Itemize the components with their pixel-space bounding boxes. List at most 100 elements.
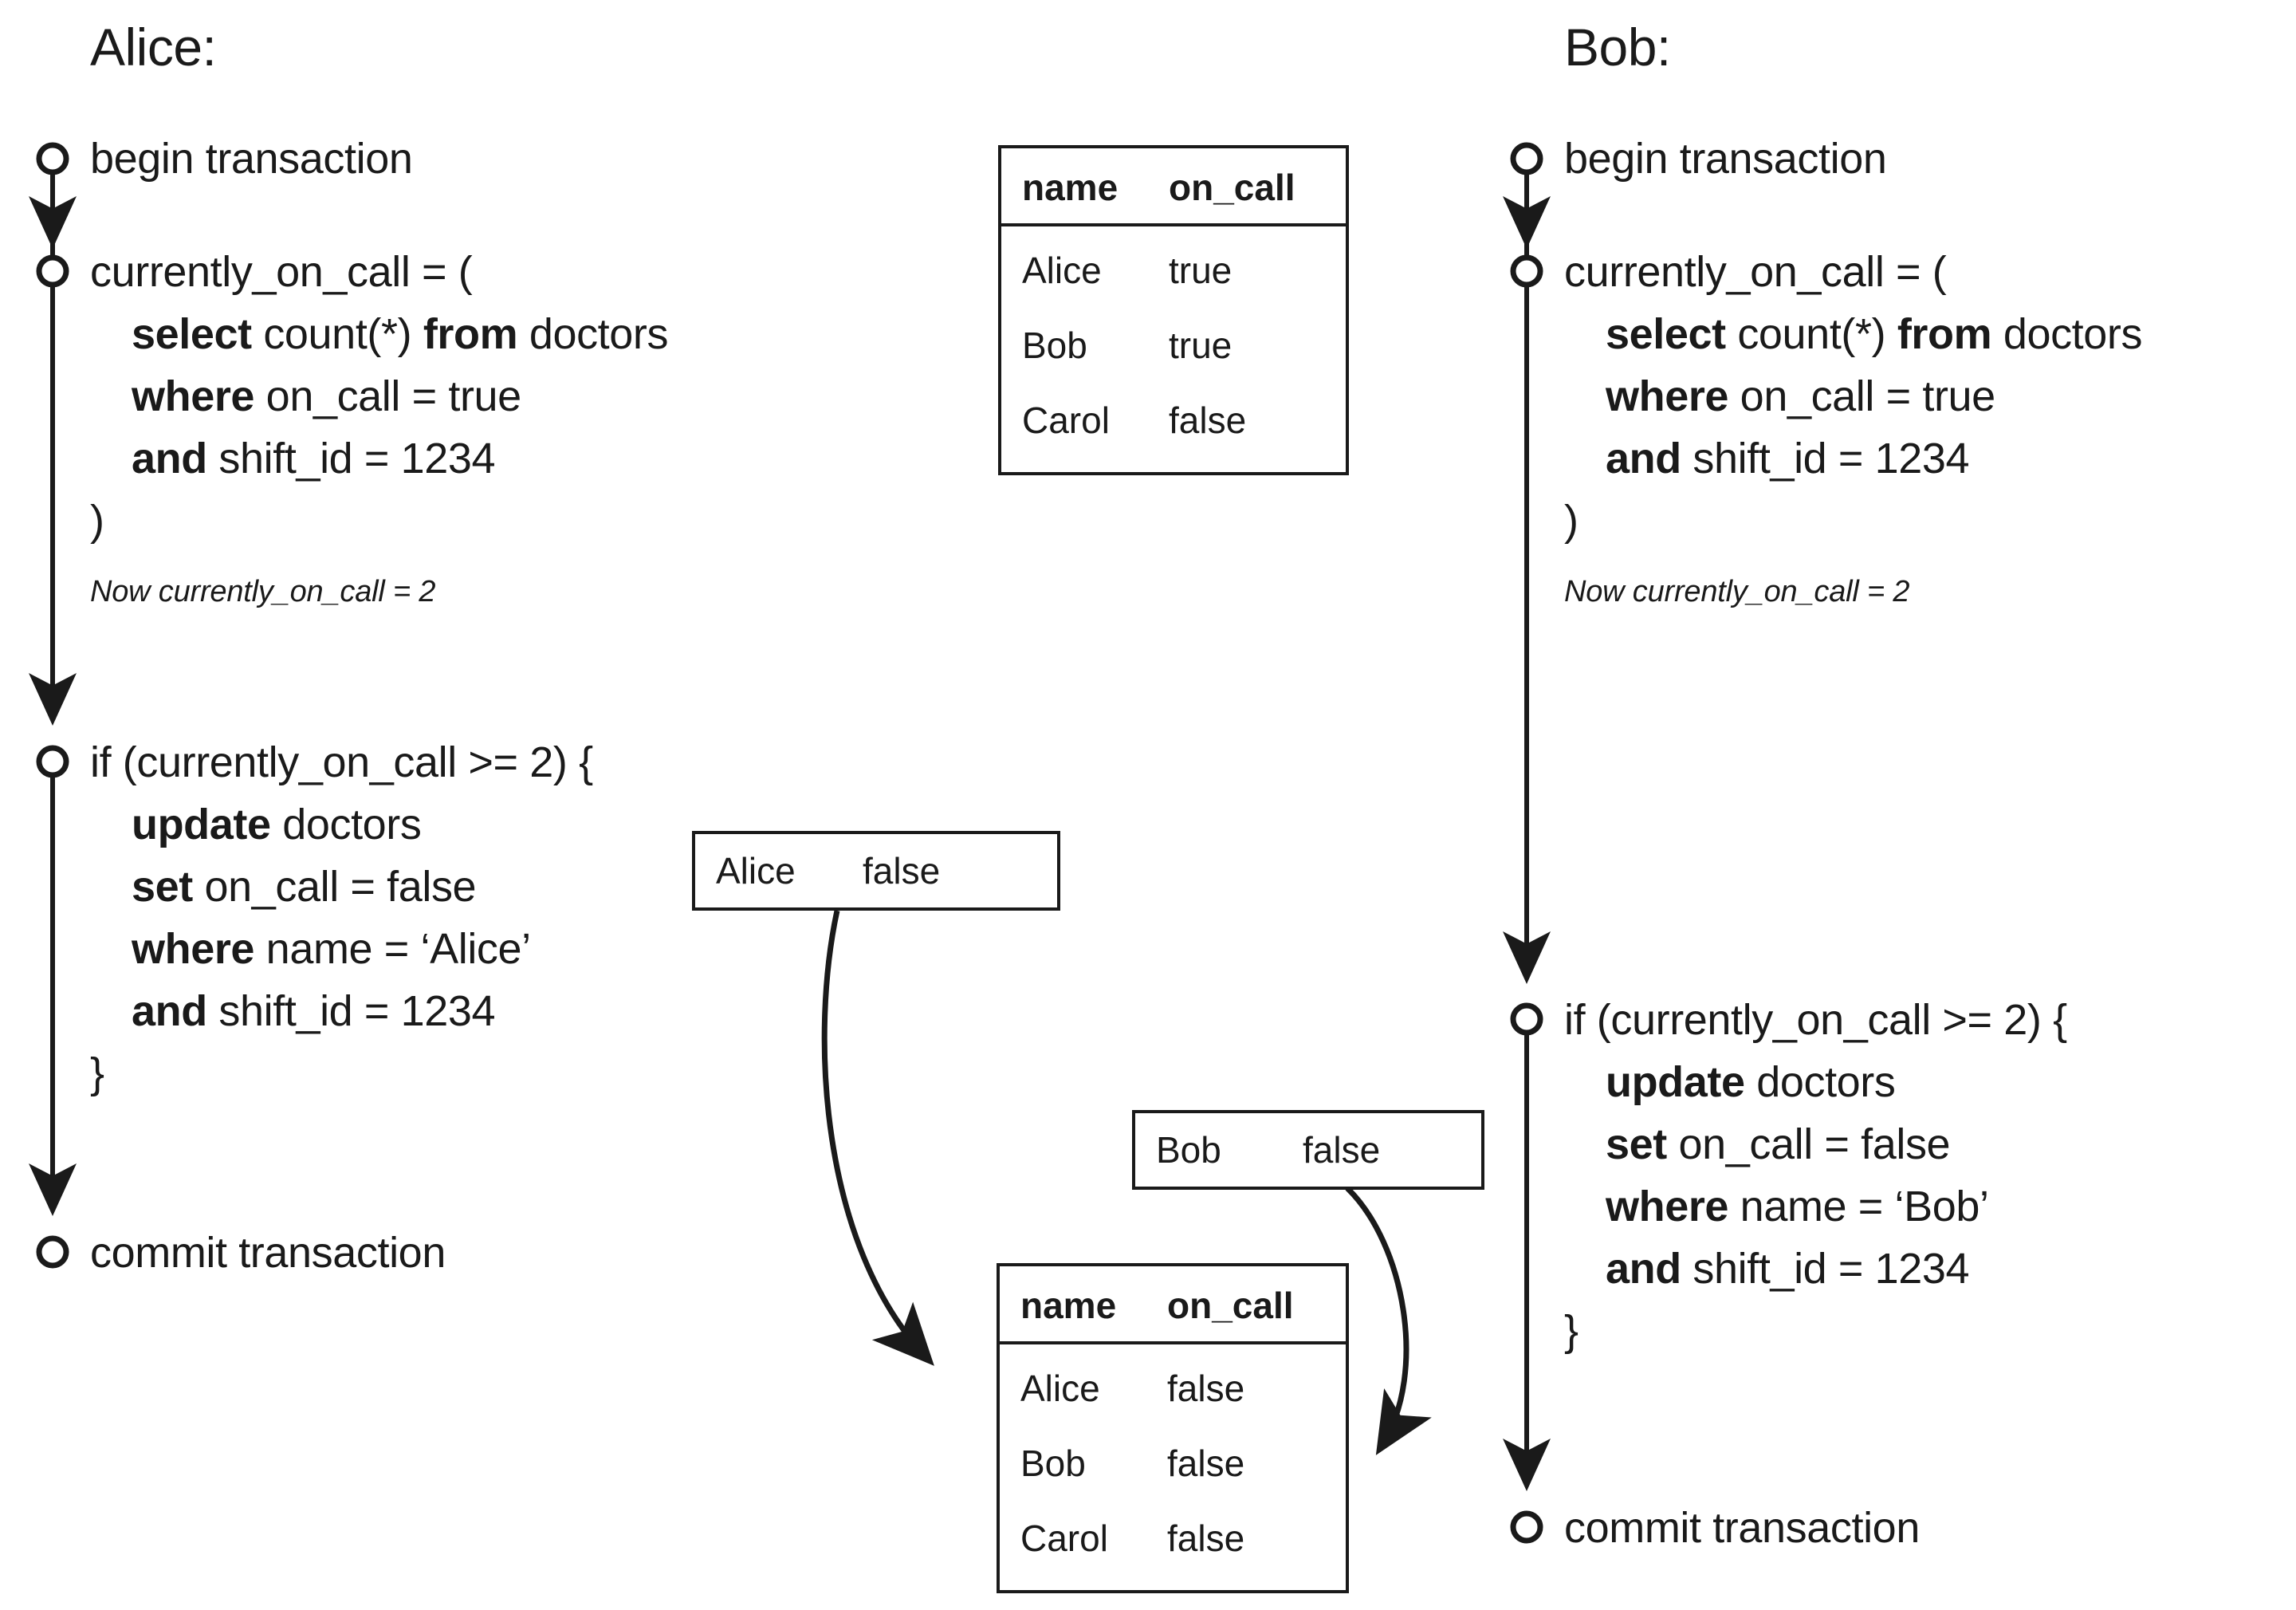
- alice-step-select: currently_on_call = ( select count(*) fr…: [90, 241, 669, 552]
- alice-event-if: [36, 745, 69, 778]
- kw-set: set: [132, 863, 193, 911]
- doctors-table-before: name on_call Alice true Bob true Carol f…: [998, 145, 1349, 475]
- txt-update-doctors: doctors: [1744, 1058, 1896, 1106]
- write-row-bob-name: Bob: [1156, 1129, 1221, 1171]
- table-body: Alice true Bob true Carol false: [1001, 226, 1346, 472]
- column-header-on-call: on_call: [1167, 1285, 1294, 1326]
- kw-and: and: [132, 435, 207, 482]
- table-header: name on_call: [1001, 148, 1346, 226]
- bob-close-paren: ): [1564, 497, 1578, 545]
- alice-event-select: [36, 254, 69, 288]
- alice-step-commit: commit transaction: [90, 1222, 446, 1284]
- bob-step-select: currently_on_call = ( select count(*) fr…: [1564, 241, 2143, 552]
- kw-and: and: [1606, 435, 1681, 482]
- table-row: Alice false: [1000, 1351, 1346, 1426]
- bob-event-begin: [1510, 142, 1543, 175]
- txt-oncall-true: on_call = true: [1728, 372, 1996, 420]
- txt-where-name: name = ‘Alice’: [254, 925, 531, 973]
- column-header-name: name: [1022, 167, 1119, 208]
- bob-write-arrow: [1345, 1186, 1432, 1455]
- alice-step-begin: begin transaction: [90, 128, 413, 190]
- bob-assign-open: currently_on_call = (: [1564, 248, 1947, 296]
- kw-and-2: and: [132, 987, 207, 1035]
- cell-name: Alice: [1020, 1368, 1100, 1409]
- cell-name: Bob: [1022, 325, 1087, 366]
- alice-note: Now currently_on_call = 2: [90, 575, 436, 608]
- kw-from: from: [423, 310, 518, 358]
- table-row: Bob false: [1000, 1426, 1346, 1501]
- table-row: Carol false: [1001, 383, 1346, 458]
- table-row: Carol false: [1000, 1501, 1346, 1576]
- kw-update: update: [1606, 1058, 1745, 1106]
- txt-set-false: on_call = false: [1666, 1120, 1951, 1168]
- cell-on-call: false: [1167, 1443, 1245, 1484]
- kw-and-2: and: [1606, 1245, 1681, 1293]
- alice-write-arrow: [821, 910, 934, 1366]
- kw-from: from: [1897, 310, 1992, 358]
- txt-oncall-true: on_call = true: [254, 372, 522, 420]
- kw-set: set: [1606, 1120, 1667, 1168]
- column-header-name: name: [1020, 1285, 1117, 1326]
- write-row-alice-on-call: false: [863, 850, 941, 892]
- txt-shift-2: shift_id = 1234: [206, 987, 496, 1035]
- kw-where-2: where: [1606, 1183, 1729, 1230]
- bob-close-brace: }: [1564, 1307, 1578, 1355]
- alice-title: Alice:: [90, 18, 217, 77]
- alice-event-begin: [36, 142, 69, 175]
- kw-update: update: [132, 801, 271, 848]
- bob-begin-label: begin transaction: [1564, 135, 1887, 183]
- table-row: Bob true: [1001, 308, 1346, 383]
- txt-where-name: name = ‘Bob’: [1728, 1183, 1989, 1230]
- bob-step-begin: begin transaction: [1564, 128, 1887, 190]
- cell-on-call: true: [1169, 325, 1233, 366]
- bob-event-commit: [1510, 1510, 1543, 1544]
- alice-step-if: if (currently_on_call >= 2) { update doc…: [90, 731, 593, 1104]
- alice-if-label: if (currently_on_call >= 2) {: [90, 738, 593, 786]
- kw-where: where: [1606, 372, 1729, 420]
- txt-doctors: doctors: [517, 310, 669, 358]
- bob-step-if: if (currently_on_call >= 2) { update doc…: [1564, 989, 2067, 1362]
- alice-close-brace: }: [90, 1049, 104, 1097]
- txt-shift: shift_id = 1234: [1681, 435, 1970, 482]
- cell-on-call: false: [1169, 400, 1247, 441]
- table-header-row: name on_call: [1000, 1277, 1346, 1333]
- cell-on-call: false: [1167, 1368, 1245, 1409]
- txt-shift: shift_id = 1234: [206, 435, 496, 482]
- txt-doctors: doctors: [1991, 310, 2143, 358]
- cell-name: Carol: [1020, 1517, 1108, 1559]
- cell-on-call: true: [1169, 250, 1233, 291]
- doctors-table-after: name on_call Alice false Bob false Carol…: [997, 1263, 1349, 1593]
- table-row: Alice true: [1001, 233, 1346, 308]
- alice-event-commit: [36, 1235, 69, 1269]
- bob-event-if: [1510, 1002, 1543, 1036]
- cell-on-call: false: [1167, 1517, 1245, 1559]
- kw-where: where: [132, 372, 255, 420]
- bob-commit-label: commit transaction: [1564, 1504, 1920, 1552]
- txt-count: count(*): [1725, 310, 1897, 358]
- write-row-alice: Alice false: [692, 831, 1060, 911]
- bob-if-label: if (currently_on_call >= 2) {: [1564, 996, 2067, 1044]
- cell-name: Carol: [1022, 400, 1110, 441]
- txt-set-false: on_call = false: [192, 863, 477, 911]
- alice-close-paren: ): [90, 497, 104, 545]
- write-row-alice-name: Alice: [716, 850, 796, 892]
- kw-select: select: [132, 310, 252, 358]
- write-row-bob: Bob false: [1132, 1110, 1484, 1190]
- table-body: Alice false Bob false Carol false: [1000, 1344, 1346, 1590]
- kw-where-2: where: [132, 925, 255, 973]
- bob-event-select: [1510, 254, 1543, 288]
- txt-count: count(*): [251, 310, 423, 358]
- alice-assign-open: currently_on_call = (: [90, 248, 473, 296]
- kw-select: select: [1606, 310, 1726, 358]
- alice-commit-label: commit transaction: [90, 1229, 446, 1277]
- column-header-on-call: on_call: [1169, 167, 1295, 208]
- bob-note: Now currently_on_call = 2: [1564, 575, 1910, 608]
- alice-begin-label: begin transaction: [90, 135, 413, 183]
- txt-shift-2: shift_id = 1234: [1681, 1245, 1970, 1293]
- txt-update-doctors: doctors: [270, 801, 422, 848]
- bob-step-commit: commit transaction: [1564, 1497, 1920, 1559]
- bob-title: Bob:: [1564, 18, 1671, 77]
- table-header: name on_call: [1000, 1266, 1346, 1344]
- cell-name: Bob: [1020, 1443, 1086, 1484]
